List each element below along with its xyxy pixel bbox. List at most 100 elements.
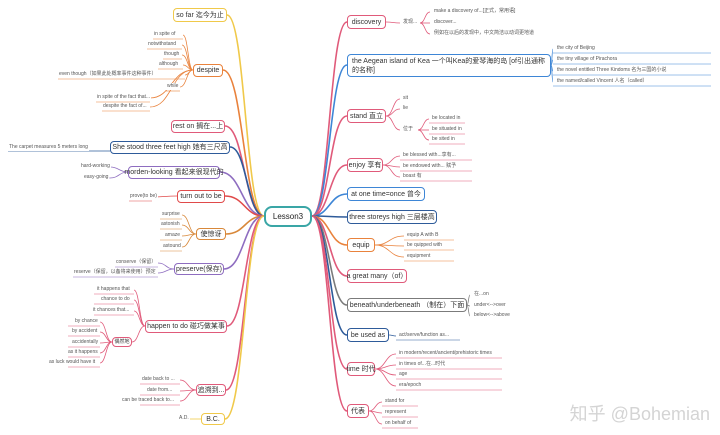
- connector-line: [181, 214, 197, 235]
- leaf-endowed-with: be endowed with... 赋予: [402, 163, 458, 170]
- leaf-sited-in: be sited in: [431, 136, 456, 143]
- leaf-although: although: [158, 61, 180, 68]
- node-rest-on[interactable]: rest on 搁在...上: [171, 120, 225, 133]
- node-enjoy[interactable]: enjoy 享有: [347, 158, 383, 172]
- leaf-in-spite-of-fact: in spite of the fact that...: [96, 94, 152, 101]
- leaf-below-above: below<-->above: [473, 312, 511, 319]
- leaf-reserve: reserve（保留，以备将来使用）预定: [73, 269, 157, 276]
- leaf-under-over: under<-->over: [473, 302, 507, 309]
- watermark: 知乎 @Bohemian: [569, 404, 710, 424]
- node-discovery[interactable]: discovery: [347, 15, 386, 29]
- connector-line: [550, 64, 554, 83]
- node-represent[interactable]: 代表: [347, 404, 369, 418]
- leaf-conserve: conserve（保留）: [115, 259, 158, 266]
- connector-line: [109, 171, 129, 179]
- connector-line: [466, 304, 471, 317]
- node-beneath[interactable]: beneath/underbeneath （制在）下面: [347, 298, 467, 312]
- leaf-lie: lie: [402, 105, 410, 112]
- node-time[interactable]: time 时代: [346, 362, 376, 376]
- node-stand[interactable]: stand 直立: [347, 109, 386, 123]
- leaf-blessed-with: be blessed with...享有...: [402, 152, 457, 159]
- connector-line: [419, 22, 431, 35]
- connector-line: [229, 146, 265, 217]
- leaf-era: era/epoch: [398, 382, 423, 389]
- leaf-in-spite-of: in spite of: [153, 31, 177, 38]
- node-at-one-time[interactable]: at one time=once 曾今: [347, 187, 425, 201]
- leaf-discovery-cn: 发现...: [402, 19, 419, 26]
- connector-line: [374, 244, 405, 258]
- node-three-storeys[interactable]: three storeys high 三层楼高: [347, 210, 437, 224]
- node-happen-to-do[interactable]: happen to do 碰巧做某事: [145, 320, 227, 333]
- connector-line: [382, 164, 401, 178]
- leaf-carpet: The carpet measures 5 meters long: [8, 144, 89, 151]
- node-bc[interactable]: B.C.: [201, 413, 225, 425]
- leaf-traced-back: can be traced back to...: [121, 397, 175, 404]
- leaf-vincent: the named/called Vincent 人名（called）: [556, 78, 649, 85]
- node-turn-out[interactable]: turn out to be: [177, 190, 225, 203]
- leaf-represent: represent: [384, 409, 408, 416]
- leaf-three-kindoms: the novel entitled Three Kindoms 名为三国的小说: [556, 67, 668, 74]
- connector-line: [385, 21, 401, 24]
- leaf-despite-fact: despite the fact of...: [102, 103, 148, 110]
- leaf-located-group: 位于: [402, 126, 415, 133]
- leaf-by-chance: by chance: [74, 318, 99, 325]
- connector-line: [374, 368, 397, 387]
- connector-line: [222, 69, 265, 217]
- leaf-on-behalf-of: on behalf of: [384, 420, 413, 427]
- connector-line: [466, 294, 471, 306]
- node-surprise[interactable]: 使惊讶: [196, 228, 226, 240]
- node-modern-looking[interactable]: morden-looking 看起来很现代的: [124, 166, 224, 179]
- center-node[interactable]: Lesson3: [264, 206, 312, 227]
- leaf-by-accident: by accident: [71, 328, 99, 335]
- leaf-prove: prove(to be): [129, 193, 158, 200]
- leaf-situated-in: be situated in: [431, 126, 463, 133]
- node-stood-high[interactable]: She stood three feet high 她有三尺高: [110, 141, 230, 154]
- node-date-back[interactable]: 追溯到...: [196, 384, 226, 396]
- node-despite[interactable]: despite: [193, 64, 223, 77]
- connector-line: [385, 115, 401, 131]
- connector-line: [181, 233, 197, 248]
- connector-line: [131, 325, 146, 343]
- leaf-notwithstand: notwithstand: [147, 41, 178, 48]
- leaf-age: age: [398, 371, 409, 378]
- leaf-stand-for: stand for: [384, 398, 406, 405]
- connector-line: [417, 118, 430, 131]
- leaf-accidentally: accidentally: [71, 339, 100, 346]
- node-aegean-island[interactable]: the Aegean island of Kea 一个叫Kea的爱琴海的岛 [o…: [347, 54, 551, 77]
- leaf-date-from: date from...: [146, 387, 174, 394]
- leaf-astonish: astonish: [160, 221, 181, 228]
- leaf-equip-a-with-b: equip A with B: [406, 232, 440, 239]
- leaf-boast: boast 有: [402, 173, 423, 180]
- leaf-discovery-note: 例如在以后的发现中，中文简洁以动词更地道: [433, 30, 536, 37]
- leaf-astound: astound: [162, 243, 182, 250]
- node-be-used-as[interactable]: be used as: [347, 328, 389, 342]
- leaf-quipped-with: be quipped with: [406, 242, 444, 249]
- connector-line: [311, 215, 348, 412]
- connector-line: [99, 321, 113, 343]
- leaf-on: 在...on: [473, 291, 490, 298]
- leaf-pirachora: the tiny village of Pirachora: [556, 56, 619, 63]
- connector-line: [157, 262, 175, 270]
- node-so-far[interactable]: so far 迄今为止: [173, 8, 227, 22]
- connector-line: [419, 11, 431, 24]
- leaf-as-luck: as luck would have it: [48, 359, 97, 366]
- leaf-act-serve: act/serve/function as...: [398, 332, 451, 339]
- leaf-date-back-to: date back to ...: [141, 376, 176, 383]
- leaf-discover: discover...: [433, 19, 458, 26]
- leaf-even-though: even though（如果此处概率事件这种事件）: [58, 71, 158, 78]
- node-equip[interactable]: equip: [347, 238, 375, 252]
- connector-line: [385, 108, 401, 117]
- leaf-located-in: be located in: [431, 115, 462, 122]
- connector-line: [226, 14, 265, 217]
- leaf-amaze: amaze: [164, 232, 182, 239]
- leaf-while: while: [166, 83, 180, 90]
- leaf-modern-times: in modern/recent/ancient/prehistoric tim…: [398, 350, 493, 357]
- connector-line: [179, 379, 197, 391]
- node-by-chance[interactable]: 偶然地: [112, 337, 132, 347]
- node-great-many[interactable]: a great many（of）: [347, 269, 407, 283]
- leaf-hard-working: hard-working: [80, 163, 111, 170]
- leaf-though: though: [163, 51, 181, 58]
- node-preserve[interactable]: preserve(保存): [174, 263, 224, 275]
- leaf-make-discovery: make a discovery of...[正式，常用语]: [433, 8, 517, 15]
- connector-line: [385, 98, 401, 117]
